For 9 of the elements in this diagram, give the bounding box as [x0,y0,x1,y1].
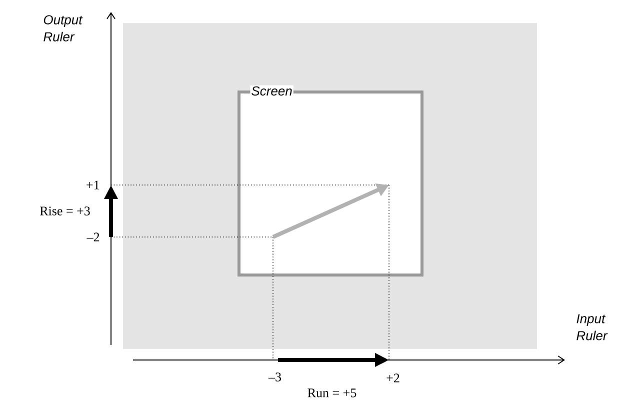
tick-label: +1 [86,180,100,190]
tick-label: Rise = +3 [40,206,90,216]
tick-label: –2 [86,232,100,242]
axis-title: Input Ruler [576,314,608,340]
tick-label: –3 [268,372,281,382]
tick-label: +2 [386,374,400,382]
tick-label: Run = +5 [308,388,356,398]
box-heading: Screen [250,85,294,97]
axis-title: Output Ruler [44,15,83,42]
